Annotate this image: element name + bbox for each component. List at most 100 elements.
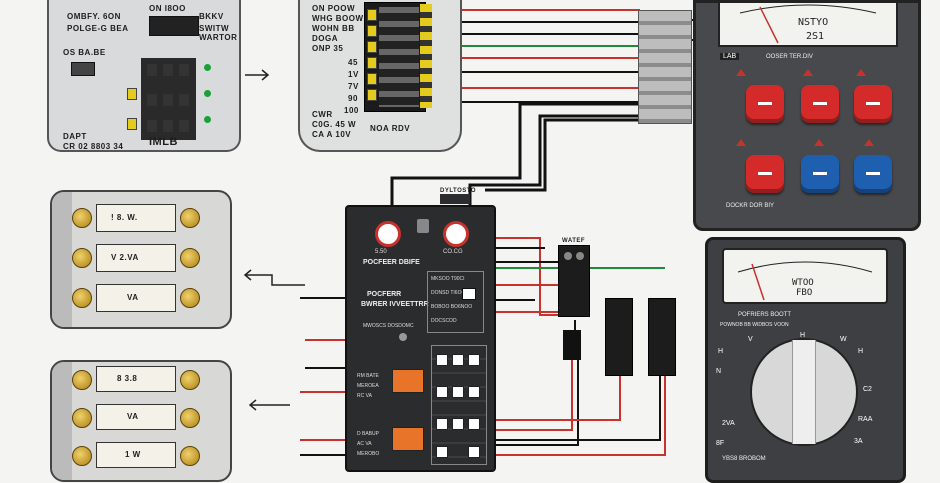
meter-button-red[interactable]	[854, 85, 892, 123]
low-label: MEROBO	[357, 451, 380, 457]
terminal-box-1: ! 8. W. V 2.VA VA	[50, 190, 232, 329]
io-panel: MKSOO T90CI DONSD TI6OCO BOBOO BO6NOO DO…	[427, 271, 484, 333]
terminal-screw[interactable]	[180, 288, 200, 308]
meter-bottom-row: POFRIERS BOOTT	[738, 312, 792, 318]
fuse-icon	[417, 219, 429, 233]
low-label: AC VA	[357, 441, 372, 447]
controller: 5.50 CO.CG POCFEER DBIFE POCFERR BWRER I…	[345, 205, 496, 472]
module-b-line: WHG BOOW	[312, 14, 364, 23]
io-label: BOBOO BO6NOO	[431, 304, 473, 310]
terminal-screw[interactable]	[180, 370, 200, 390]
terminal-screw[interactable]	[72, 370, 92, 390]
dial-mark-top: H	[800, 332, 806, 339]
terminal-label: 8 3.8	[96, 366, 176, 392]
terminal-screw[interactable]	[72, 248, 92, 268]
module-b-bottom3: CA A 10V	[312, 130, 352, 139]
terminal-label: VA	[96, 404, 176, 430]
module-a-line5: SWITW WARTOR	[199, 24, 238, 42]
relay-plug	[563, 330, 581, 360]
terminal-screw[interactable]	[72, 446, 92, 466]
module-a: OMBFY. 6ON POLGE-G BEA ON I8OO BKKV SWIT…	[47, 0, 241, 152]
terminal-label: 1 W	[96, 442, 176, 468]
grey-terminal-block	[638, 10, 692, 124]
low-label: RM BATE	[357, 373, 379, 379]
warning-badge	[127, 118, 137, 130]
dial-mark-right: 3A	[854, 438, 863, 445]
knob-grip	[792, 340, 816, 444]
terminal-screw[interactable]	[180, 446, 200, 466]
relay-label: WATEF	[562, 238, 586, 244]
status-led	[204, 64, 211, 71]
module-b-number: 100	[344, 106, 359, 115]
usb-port[interactable]	[71, 62, 95, 76]
terminal-strip	[364, 2, 426, 112]
rotary-selector-knob[interactable]	[750, 338, 858, 446]
terminal-screw[interactable]	[72, 208, 92, 228]
meter-button-red[interactable]	[801, 85, 839, 123]
small-module	[648, 298, 676, 376]
small-module	[605, 298, 633, 376]
terminal-label: ! 8. W.	[96, 204, 176, 232]
terminal-screw[interactable]	[180, 248, 200, 268]
module-a-mark: IMLB	[149, 136, 178, 148]
dial-mark-left: 2VA	[722, 420, 735, 427]
module-b-number: 7V	[348, 82, 359, 91]
warning-badge	[127, 88, 137, 100]
meter-button-red[interactable]	[746, 85, 784, 123]
io-label: MKSOO T90CI	[431, 276, 465, 282]
wires-to-controller	[390, 102, 640, 205]
meter-bottom-row: POWNOB BB WIDBOS VOON	[720, 322, 789, 328]
module-b-bottom4: NOA RDV	[370, 124, 411, 133]
dial-mark-right: H	[858, 348, 864, 355]
dip-switch[interactable]	[149, 16, 199, 36]
module-b-line: WOHN BB	[312, 24, 355, 33]
dial-mark-right: C2	[863, 386, 872, 393]
terminal-cap-red[interactable]	[443, 221, 469, 247]
controller-title: POCFEER DBIFE	[363, 259, 420, 266]
status-led	[204, 90, 211, 97]
yellow-tabs	[420, 4, 432, 108]
meter-top-dial: NSTYO 2S1	[718, 3, 898, 47]
module-b-line: ON POOW	[312, 4, 356, 13]
up-arrow-icon	[736, 69, 746, 76]
up-arrow-icon	[856, 69, 866, 76]
meter-top-bottom: DOCKR DOR BIY	[726, 203, 775, 209]
module-b-bottom1: CWR	[312, 110, 333, 119]
meter-button-blue[interactable]	[854, 155, 892, 193]
meter-button-red[interactable]	[746, 155, 784, 193]
terminal-screw[interactable]	[72, 408, 92, 428]
terminal-screw[interactable]	[180, 208, 200, 228]
terminal-screw[interactable]	[72, 288, 92, 308]
dial-mark-left: N	[716, 368, 722, 375]
meter-bottom-dial-text: WTOO	[792, 278, 814, 288]
status-led	[204, 116, 211, 123]
meter-top-dial-value: 2S1	[806, 31, 825, 42]
arrows	[243, 69, 305, 411]
meter-brand: LAB	[720, 53, 740, 60]
terminal-label: VA	[96, 284, 176, 312]
orange-switch[interactable]	[392, 427, 424, 451]
meter-top-dial-text: NSTYO	[798, 17, 829, 28]
meter-bottom: WTOO FBO POFRIERS BOOTT POWNOB BB WIDBOS…	[705, 237, 906, 483]
dial-mark-top: W	[840, 336, 847, 343]
indicator-dot	[399, 333, 407, 341]
terminal-cap-red[interactable]	[375, 221, 401, 247]
module-b: ON POOW WHG BOOW WOHN BB DOGA ONP 35 45 …	[298, 0, 462, 152]
controller-title: BWRER IVVEETTRR	[361, 301, 429, 308]
module-b-bottom2: C0G. 45 W	[312, 120, 357, 129]
low-label: D BABUP	[357, 431, 379, 437]
terminal-screw[interactable]	[180, 408, 200, 428]
meter-button-blue[interactable]	[801, 155, 839, 193]
meter-bottom-label: YBS8 BROBOM	[722, 456, 766, 462]
module-b-number: 90	[348, 94, 358, 103]
dial-mark-left: 8F	[716, 440, 725, 447]
meter-bottom-dial: WTOO FBO	[722, 248, 888, 304]
cap-label: 5.50	[375, 249, 387, 255]
orange-switch[interactable]	[392, 369, 424, 393]
button-grid	[431, 345, 487, 465]
module-a-bottom1: DAPT	[63, 132, 87, 141]
module-b-number: 1V	[348, 70, 359, 79]
controller-connector	[440, 194, 470, 204]
terminal-label: V 2.VA	[96, 244, 176, 272]
terminal-box-2: 8 3.8 VA 1 W	[50, 360, 232, 482]
